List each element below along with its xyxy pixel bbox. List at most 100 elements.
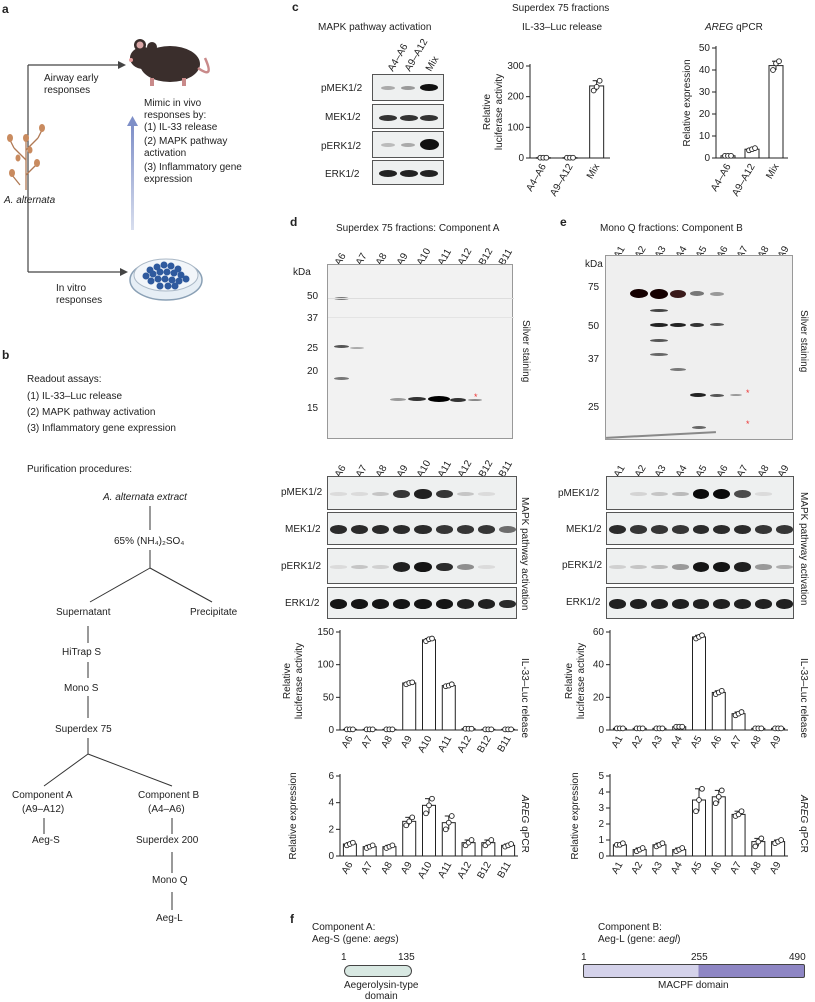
f-compB-end: 490 <box>789 952 806 963</box>
d-blots-blot-strip <box>327 548 517 584</box>
e-blot-label-1: pMEK1/2 <box>558 488 600 499</box>
c-areg-title-rest: qPCR <box>733 22 763 33</box>
e-areg-xtick-label: A5 <box>689 860 705 876</box>
e-kda-75: 75 <box>588 282 600 293</box>
d-qpcr-label: AREG qPCR <box>519 795 530 853</box>
d-blot-label-3: pERK1/2 <box>281 561 322 572</box>
e-kda-50: 50 <box>588 321 600 332</box>
c-lane-3: Mix <box>424 54 442 74</box>
e-blot-label-2: MEK1/2 <box>566 524 602 535</box>
d-areg-point <box>448 813 455 819</box>
f-compA-line2: Aeg-S (gene: aegs) <box>312 934 399 945</box>
c-areg-point <box>752 145 758 151</box>
monoq-node: Mono Q <box>152 875 188 886</box>
e-luc-xtick-label: A4 <box>669 734 685 750</box>
e-areg-point <box>712 800 719 807</box>
e-luc-bar <box>711 691 726 731</box>
e-areg-point <box>715 793 722 800</box>
e-luc-ytick-label: 0 <box>598 725 604 736</box>
d-areg-point <box>488 837 495 843</box>
d-luc-xtick-label: A12 <box>456 734 475 755</box>
superdex75-node: Superdex 75 <box>55 724 112 735</box>
d-areg-point <box>369 842 376 849</box>
e-blots-blot-strip <box>606 512 794 545</box>
e-luc-xtick-label: A9 <box>768 734 784 750</box>
e-luc-point <box>718 687 725 694</box>
c-luc-point <box>570 154 576 161</box>
d-areg-point <box>442 826 449 833</box>
d-luc-ylabel: Relative <box>282 663 293 700</box>
d-kda-37: 37 <box>307 313 319 324</box>
f-compA-domain-label: Aegerolysin-type domain <box>344 980 419 1002</box>
e-red-asterisk-1: * <box>746 388 750 398</box>
c-areg-xtick-label: Mix <box>764 162 781 181</box>
d-areg-point <box>423 810 429 817</box>
d-blot-label-1: pMEK1/2 <box>281 487 323 498</box>
f-aegerolysin-domain <box>344 965 412 977</box>
panel-e-title: Mono Q fractions: Component B <box>600 223 743 234</box>
d-luc-ytick-label: 50 <box>323 692 335 703</box>
panel-d-letter: d <box>290 215 298 229</box>
d-kda-50: 50 <box>307 291 319 302</box>
c-areg-ytick-label: 0 <box>704 153 710 164</box>
aegl-node: Aeg-L <box>156 913 183 924</box>
c-areg-xtick-label: A4–A6 <box>709 162 734 194</box>
d-luc-xtick-label: A6 <box>340 734 356 750</box>
e-qpcr-label: AREG qPCR <box>798 795 809 853</box>
d-areg-point <box>406 818 413 825</box>
d-luc-label: IL-33–Luc release <box>519 658 530 739</box>
e-luc-xtick-label: A2 <box>630 734 646 750</box>
d-areg-xtick-label: A7 <box>360 860 376 876</box>
purification-title: Purification procedures: <box>27 464 133 475</box>
readout-item-2: (2) MAPK pathway activation <box>27 407 156 418</box>
e-luc-ylabel: Relative <box>564 663 575 700</box>
d-luc-xtick-label: A8 <box>379 734 395 750</box>
d-luc-xtick-label: A9 <box>399 734 415 750</box>
d-areg-xtick-label: A12 <box>456 860 475 881</box>
d-kda-20: 20 <box>307 366 319 377</box>
e-areg-bar <box>731 813 746 857</box>
d-areg-xtick-label: B11 <box>496 860 514 881</box>
d-blots-blot-strip <box>327 476 517 510</box>
readout-item-1: (1) IL-33–Luc release <box>27 391 123 402</box>
c-blot-pmek <box>372 74 444 101</box>
d-kda-25: 25 <box>307 343 319 354</box>
d-qpcr-gene: AREG <box>519 795 530 824</box>
c-areg-ytick-label: 50 <box>699 43 711 54</box>
d-luc-bar <box>441 685 456 731</box>
c-areg-xtick-label: A9–A12 <box>730 162 758 199</box>
e-luc-point <box>738 709 745 715</box>
e-luc-xtick-label: A1 <box>610 734 626 750</box>
e-red-asterisk-2: * <box>746 419 750 429</box>
purification-tree <box>43 506 213 910</box>
readout-item-3: (3) Inflammatory gene expression <box>27 423 176 434</box>
c-luc-ytick-label: 100 <box>507 122 524 133</box>
d-blots-blot-strip <box>327 512 517 545</box>
e-luc-bar <box>692 636 706 731</box>
mimic-title: Mimic in vivo responses by: <box>144 98 207 121</box>
c-luc-title: IL-33–Luc release <box>522 22 603 33</box>
c-luc-xtick-label: A9–A12 <box>548 162 576 199</box>
e-kda-25: 25 <box>588 402 600 413</box>
e-luc-ytick-label: 60 <box>593 628 605 638</box>
ammonium-node: 65% (NH₄)₂SO₄ <box>114 536 185 547</box>
panel-a-letter: a <box>2 2 9 16</box>
d-areg-point <box>350 839 356 846</box>
d-areg-point <box>445 819 452 826</box>
mimic-item-3: (3) Inflammatory gene expression <box>144 162 242 185</box>
c-luc-point <box>593 84 600 90</box>
d-luc-point <box>468 725 475 732</box>
e-areg-point <box>639 845 646 851</box>
c-blot-label-3: pERK1/2 <box>321 141 362 152</box>
d-luc-xtick-label: B12 <box>476 734 495 755</box>
e-areg-ytick-label: 1 <box>598 835 604 846</box>
d-silver-label: Silver staining <box>520 320 531 383</box>
d-luc-xtick-label: A10 <box>416 734 435 755</box>
e-areg-xtick-label: A3 <box>649 860 665 876</box>
e-areg-ylabel: Relative expression <box>570 772 581 859</box>
e-areg-ytick-label: 3 <box>598 803 604 814</box>
d-areg-point <box>389 842 396 849</box>
mimic-item-2: (2) MAPK pathway activation <box>144 136 228 159</box>
